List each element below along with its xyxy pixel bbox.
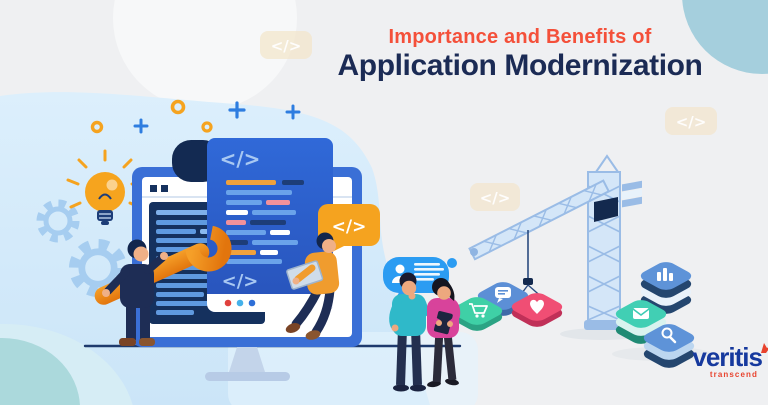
shoe (393, 384, 409, 392)
page-title: Application Modernization (337, 49, 703, 82)
code-badge-glyph: </> (676, 113, 707, 131)
face (401, 280, 417, 296)
donut-mark (170, 99, 186, 115)
scroll-code-glyph-top: </> (220, 147, 261, 171)
bubble-text-lines (414, 263, 444, 281)
crane-counterweight (622, 180, 642, 208)
scroll-code-glyph-bottom: </> (222, 271, 259, 292)
crane-hook (523, 278, 533, 285)
code-badge-top: </> (260, 31, 312, 59)
scroll-footer (207, 294, 333, 312)
code-badge-glyph: </> (271, 37, 302, 55)
leg (126, 300, 136, 340)
bubble-code-glyph: </> (332, 217, 367, 237)
shoe (410, 384, 426, 392)
hand (447, 321, 453, 327)
logo-flag-icon (761, 343, 768, 353)
envelope-icon (632, 308, 650, 319)
bar-chart-icon (657, 268, 673, 281)
leg (311, 285, 335, 337)
leg (140, 300, 150, 340)
shoe (427, 380, 441, 388)
crane-tower (587, 171, 621, 323)
plus-mark (228, 101, 246, 119)
leg (411, 329, 422, 386)
code-bubble: </> (318, 204, 380, 258)
hand (292, 277, 300, 285)
developer-with-wrench (94, 225, 232, 346)
app-tile-chat (473, 279, 533, 319)
crane (468, 154, 644, 340)
monitor-stand-neck (229, 347, 265, 372)
donut-mark (201, 121, 213, 133)
hand (436, 320, 442, 326)
crane-base (584, 320, 624, 330)
dot-lightblue (236, 299, 244, 307)
plus-mark (133, 118, 149, 134)
hand (391, 324, 399, 332)
stack-search (639, 321, 699, 371)
donut-mark (90, 120, 104, 134)
shoe (119, 338, 136, 346)
arm (427, 303, 441, 325)
leg (396, 329, 407, 386)
man-standing (389, 272, 431, 392)
dot-red (224, 299, 232, 307)
hand (102, 289, 110, 297)
code-badge-glyph: </> (480, 189, 511, 207)
developer-with-laptop (285, 232, 340, 340)
crane-cab-window (594, 197, 618, 222)
shopping-cart-icon (469, 303, 488, 318)
hand (160, 252, 168, 260)
plus-mark (285, 104, 301, 120)
title-kicker: Importance and Benefits of (388, 26, 652, 48)
leg (432, 333, 444, 383)
app-tile-cart (447, 294, 507, 334)
leg (443, 333, 457, 381)
decor-marks (90, 99, 301, 134)
monitor-stand-base (205, 372, 290, 381)
bubble-dot (447, 258, 457, 268)
shoe (285, 323, 301, 333)
magnifier-icon (661, 327, 677, 344)
corner-blob-teal (0, 338, 80, 405)
dot-blue (248, 299, 256, 307)
corner-circle-top-right (682, 0, 768, 74)
background-white-blob (113, 0, 297, 110)
woman-standing (427, 278, 461, 388)
veritis-logo: veritis transcend (646, 342, 768, 379)
code-badge-middle: </> (470, 183, 520, 211)
arm (448, 303, 461, 326)
chat-icon (495, 287, 511, 303)
face (322, 239, 336, 253)
heart-icon (530, 299, 545, 314)
code-scroll: </> </> (172, 138, 333, 312)
shoe (139, 338, 155, 346)
crane-mast (595, 154, 619, 173)
tablet (433, 311, 453, 335)
arm (104, 268, 130, 295)
face (133, 246, 149, 262)
banner-title: Importance and Benefits of Application M… (300, 26, 740, 84)
shoe (445, 378, 459, 386)
jib-pulley (470, 248, 478, 256)
arm (389, 298, 402, 330)
scroll-code-lines (226, 180, 304, 264)
code-badge-right: </> (665, 107, 717, 135)
face (437, 286, 451, 300)
arm (294, 264, 316, 283)
logo-wordmark: veritis (692, 342, 763, 372)
arm (144, 254, 166, 274)
app-tile-heart (507, 290, 567, 330)
stack-mail (611, 297, 671, 347)
shoe (305, 330, 321, 340)
logo-tagline: transcend (709, 370, 758, 379)
